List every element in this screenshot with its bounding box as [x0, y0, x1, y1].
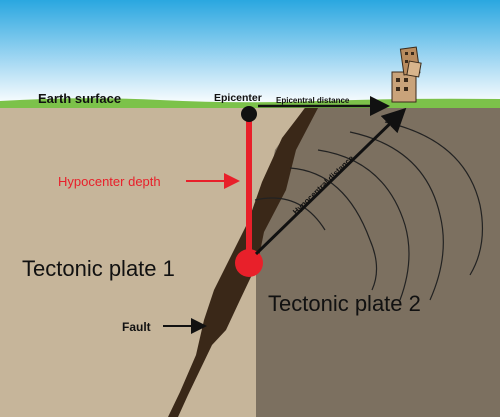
hypocenter-depth-label: Hypocenter depth — [58, 174, 161, 189]
tectonic-plate-1-label: Tectonic plate 1 — [22, 256, 175, 281]
fault-label: Fault — [122, 320, 151, 334]
plate-2-area — [256, 106, 500, 417]
epicenter-label: Epicenter — [214, 92, 262, 104]
epicenter-dot — [241, 106, 257, 122]
building-icon — [391, 46, 422, 103]
hypocentral-distance-arrow — [254, 107, 407, 256]
hypocenter-dot — [235, 249, 263, 277]
earth-surface-label: Earth surface — [38, 91, 121, 106]
seismic-waves — [254, 121, 484, 301]
tectonic-plate-2-label: Tectonic plate 2 — [268, 291, 421, 316]
epicentral-distance-label: Epicentral distance — [276, 96, 350, 105]
